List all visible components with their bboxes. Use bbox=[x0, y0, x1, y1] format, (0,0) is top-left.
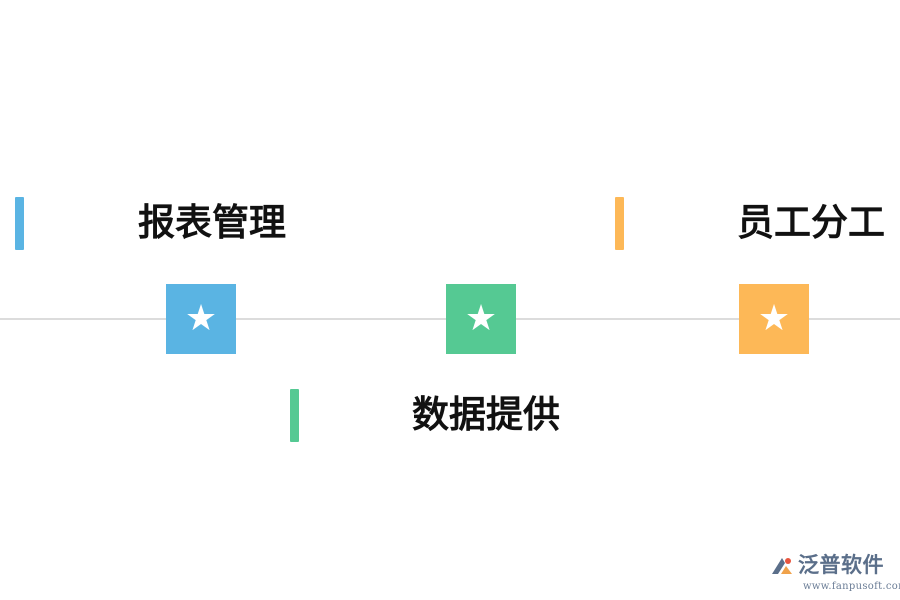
milestone-staff-division: ★ bbox=[739, 284, 809, 354]
logo-mark-icon bbox=[772, 558, 792, 574]
logo-url: www.fanpusoft.com bbox=[803, 581, 900, 592]
accent-bar-data-provision bbox=[290, 389, 299, 442]
logo-name: 泛普软件 bbox=[798, 553, 884, 577]
accent-bar-staff-division bbox=[615, 197, 624, 250]
star-icon: ★ bbox=[184, 298, 218, 339]
milestone-report-management: ★ bbox=[166, 284, 236, 354]
milestone-data-provision: ★ bbox=[446, 284, 516, 354]
label-data-provision: 数据提供 bbox=[412, 393, 560, 436]
star-icon: ★ bbox=[464, 298, 498, 339]
fanpusoft-logo: 泛普软件 www.fanpusoft.com bbox=[769, 552, 900, 596]
star-icon: ★ bbox=[757, 298, 791, 339]
label-report-management: 报表管理 bbox=[138, 201, 286, 244]
label-staff-division: 员工分工 bbox=[737, 201, 885, 244]
accent-bar-report-management bbox=[15, 197, 24, 250]
